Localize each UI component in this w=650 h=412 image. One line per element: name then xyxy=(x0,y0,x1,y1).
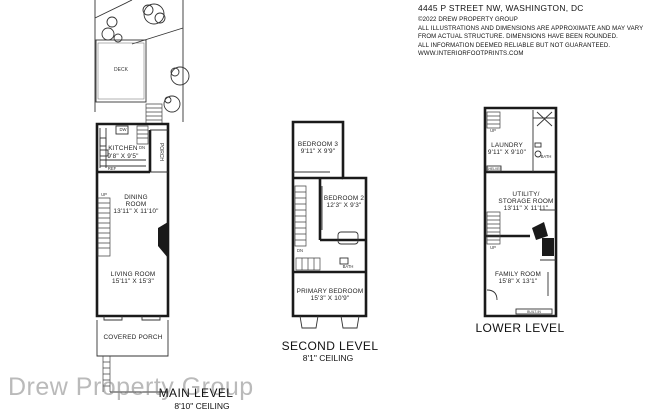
fireplace-icon xyxy=(158,222,168,258)
lower-bath-tag: BATH xyxy=(541,154,552,159)
deck-outline xyxy=(95,39,147,103)
bedroom3-dims: 9'11" X 9'9" xyxy=(301,148,336,155)
lower-level-plan: UP BATH SHELVES LAUNDRY 9'11" X 9'10" UT… xyxy=(475,106,564,335)
copyright-line: ©2022 DREW PROPERTY GROUP xyxy=(418,16,518,23)
porch-label: PORCH xyxy=(158,143,164,161)
disclaimer-line-3: ALL INFORMATION DEEMED RELIABLE BUT NOT … xyxy=(418,41,611,49)
covered-porch-label: COVERED PORCH xyxy=(103,334,162,341)
disclaimer-line-2: FROM ACTUAL STRUCTURE. DIMENSIONS HAVE B… xyxy=(418,33,618,41)
property-address: 4445 P STREET NW, WASHINGTON, DC xyxy=(418,3,584,13)
water-heater-icon xyxy=(542,238,554,256)
utility-name2: STORAGE ROOM xyxy=(498,198,553,205)
dining-dims: 13'11" X 11'10" xyxy=(113,208,158,215)
second-level-outer-wall xyxy=(291,120,368,318)
primary-bedroom-name: PRIMARY BEDROOM xyxy=(297,288,364,295)
living-dims: 15'11" X 15'3" xyxy=(112,278,154,285)
lower-level-title: LOWER LEVEL xyxy=(475,321,564,335)
living-name: LIVING ROOM xyxy=(111,271,156,278)
lower-up-tag-top: UP xyxy=(490,128,496,133)
disclaimer-line-1: ALL ILLUSTRATIONS AND DIMENSIONS ARE APP… xyxy=(418,24,644,32)
main-level-outer-wall xyxy=(95,122,170,318)
main-level-title: MAIN LEVEL xyxy=(159,386,234,400)
main-level-plan: DECK DW REF DN KITCHEN 9'8" X 9'5" PORCH… xyxy=(94,0,190,393)
dw-tag: DW xyxy=(120,127,127,132)
website-line: WWW.INTERIORFOOTPRINTS.COM xyxy=(418,50,524,58)
second-bath-tag: BATH xyxy=(343,264,354,269)
shelves-tag: SHELVES xyxy=(486,167,502,171)
second-level-plan: DN BATH BEDROOM 3 9'11" X 9'9" BEDROOM 2… xyxy=(282,120,379,363)
up-tag: UP xyxy=(101,192,107,197)
family-room-dims: 15'8" X 13'1" xyxy=(499,278,538,285)
lower-up-tag: UP xyxy=(490,245,496,250)
deck-label: DECK xyxy=(114,67,129,73)
dining-name: DINING xyxy=(124,194,148,201)
bathtub-icon xyxy=(337,231,359,245)
bedroom3-name: BEDROOM 3 xyxy=(298,141,338,148)
lower-level-outer-wall xyxy=(483,106,558,318)
dining-name2: ROOM xyxy=(126,201,147,208)
laundry-name: LAUNDRY xyxy=(491,142,523,149)
kitchen-dims: 9'8" X 9'5" xyxy=(107,153,138,160)
primary-bedroom-dims: 15'3" X 10'9" xyxy=(311,295,350,302)
dn-tag: DN xyxy=(139,145,145,150)
bedroom2-dims: 12'3" X 9'3" xyxy=(327,202,362,209)
utility-dims: 13'11" X 11'11" xyxy=(504,205,549,212)
kitchen-name: KITCHEN xyxy=(108,145,138,152)
second-level-title: SECOND LEVEL xyxy=(282,339,379,353)
laundry-dims: 9'11" X 9'10" xyxy=(488,149,526,156)
furnace-icon xyxy=(532,222,548,240)
built-in-tag: BUILT-IN xyxy=(527,310,541,314)
main-level-ceiling: 8'10" CEILING xyxy=(174,401,229,411)
tree-icon xyxy=(101,3,190,113)
watermark: Drew Property Group xyxy=(8,373,254,401)
second-dn-tag: DN xyxy=(297,248,303,253)
utility-name: UTILITY/ xyxy=(512,191,539,198)
family-room-name: FAMILY ROOM xyxy=(495,271,541,278)
bedroom2-name: BEDROOM 2 xyxy=(324,195,364,202)
ref-tag: REF xyxy=(108,166,117,171)
second-level-ceiling: 8'1" CEILING xyxy=(303,353,353,363)
disclaimer-block: 4445 P STREET NW, WASHINGTON, DC ©2022 D… xyxy=(418,3,646,59)
